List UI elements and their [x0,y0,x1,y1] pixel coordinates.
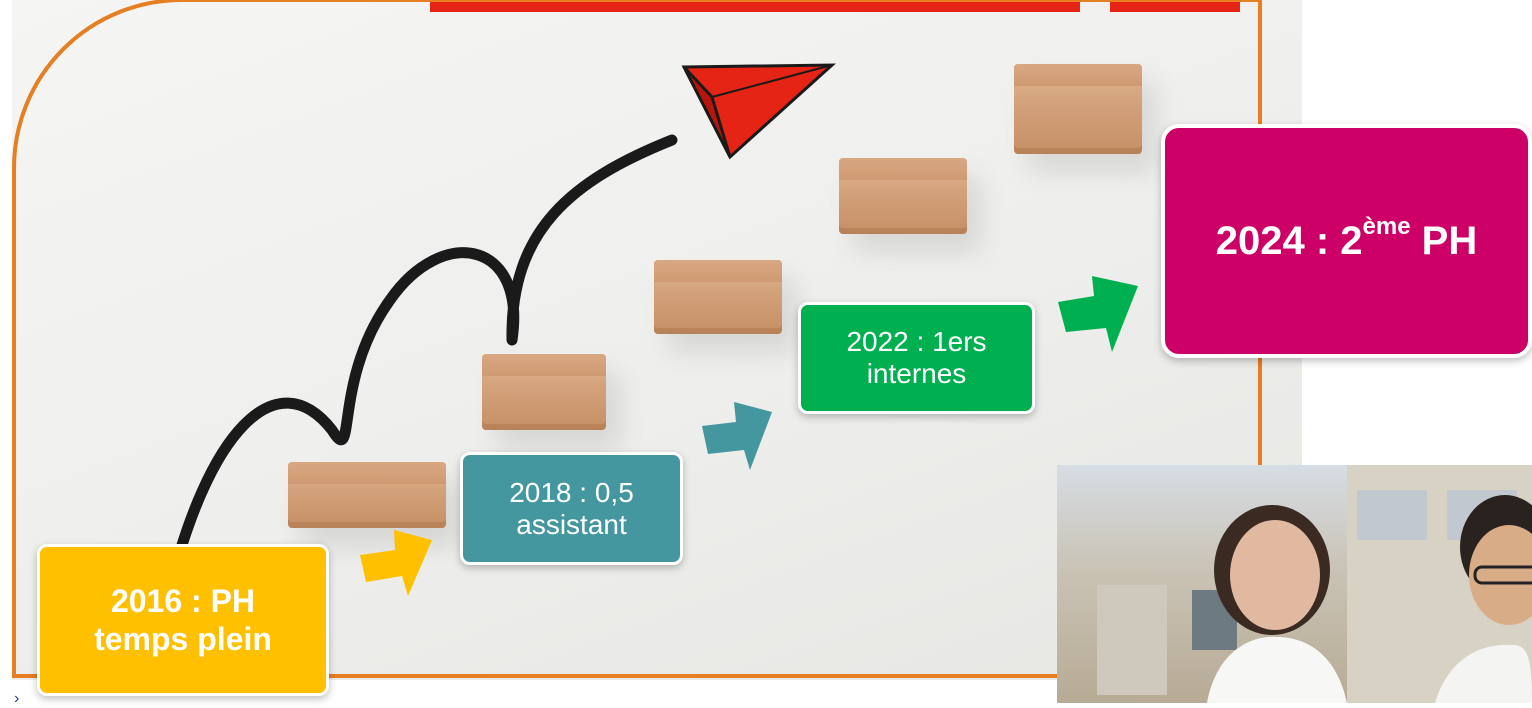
step-2022-box: 2022 : 1ers internes [798,302,1035,414]
title-underline-right [1110,0,1240,12]
teal-right-arrow-icon [702,402,772,470]
step-2024-box: 2024 : 2ème PH [1161,124,1532,358]
wooden-block-5 [1014,64,1142,154]
wooden-block-4 [839,158,967,234]
step-2024-label: 2024 : 2ème PH [1215,213,1478,264]
green-right-arrow-icon [1058,276,1138,352]
wooden-block-2 [482,354,606,430]
paper-plane-icon [681,63,836,160]
step-2024-year: 2024 : 2 [1215,218,1363,263]
step-2018-line2: assistant [516,508,627,540]
wooden-block-3 [654,260,782,334]
step-2018-box: 2018 : 0,5 assistant [460,452,683,565]
step-2016-box: 2016 : PH temps plein [37,544,329,696]
bottom-left-marker: › [14,690,20,707]
yellow-right-arrow-icon [360,530,432,596]
step-2024-suffix: ème [1362,212,1411,240]
step-2022-line1: 2022 : 1ers [846,326,987,357]
step-2022-line2: internes [866,358,967,389]
title-underline-left [430,0,1080,12]
step-2018-line1: 2018 : 0,5 [509,476,634,508]
step-2016-line1: 2016 : PH [110,583,256,619]
step-2024-tail: PH [1410,218,1478,263]
scribble-curve [161,134,678,606]
step-2016-line2: temps plein [94,621,272,657]
wooden-block-1 [288,462,446,528]
team-photo [1057,465,1532,703]
